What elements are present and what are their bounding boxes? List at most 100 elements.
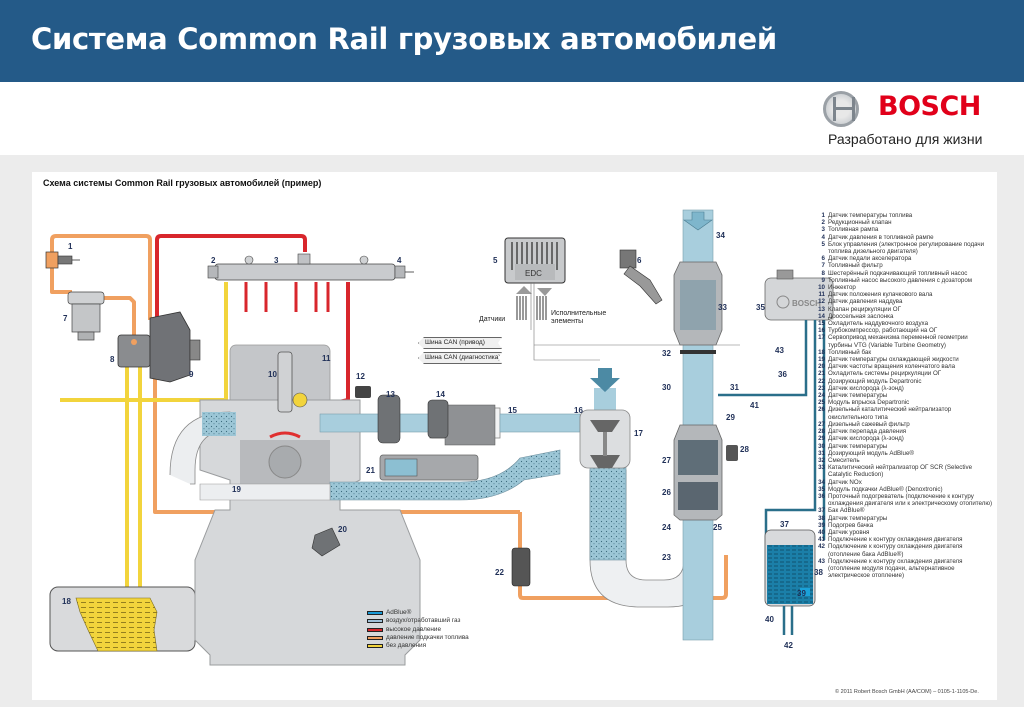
component-number: 26 (818, 406, 825, 414)
component-text: Модуль впрыска Departronic (828, 399, 910, 407)
bosch-wordmark: BOSCH (878, 91, 981, 122)
component-text: Дизельный каталитический нейтрализатор о… (828, 406, 952, 421)
component-number: 28 (818, 428, 825, 436)
callout-39: 39 (797, 589, 806, 598)
fuel-filter (67, 291, 105, 341)
callout-labels: 1 2 3 4 5 6 7 8 9 10 11 12 13 14 15 16 1… (62, 231, 823, 650)
callout-13: 13 (386, 390, 395, 399)
component-text: Топливный фильтр (828, 262, 883, 270)
component-text: Турбокомпрессор, работающий на ОГ (828, 327, 938, 335)
component-number: 3 (821, 226, 825, 234)
callout-6: 6 (637, 256, 642, 265)
legend-high-pressure: высокое давление (367, 626, 469, 634)
component-text: Датчик температуры (828, 514, 888, 522)
component-text: Датчик NOx (828, 478, 862, 486)
component-text: Датчик температуры (828, 392, 888, 400)
component-text: Модуль подкачки AdBlue® (Denoxtronic) (828, 485, 943, 493)
component-text: Подключение к контуру охлаждения двигате… (828, 536, 963, 544)
callout-1: 1 (68, 242, 73, 251)
crankshaft-sensor (311, 527, 341, 557)
component-number: 12 (818, 298, 825, 306)
callout-20: 20 (338, 525, 347, 534)
callout-19: 19 (232, 485, 241, 494)
air-exhaust-swatch (367, 619, 383, 624)
line-type-legend: AdBlue® воздух/отработавший газ высокое … (367, 609, 469, 650)
component-number: 22 (818, 377, 825, 385)
adblue-supply-module: BOSCH (764, 269, 834, 321)
dpf-pressure-sensor (726, 445, 738, 461)
component-text: Топливный насос высокого давления с доза… (828, 276, 973, 284)
callout-7: 7 (63, 314, 68, 323)
component-number: 16 (818, 327, 825, 335)
component-number: 25 (818, 399, 825, 407)
accelerator-pedal (619, 249, 663, 305)
callout-4: 4 (397, 256, 402, 265)
callout-21: 21 (366, 466, 375, 475)
callout-12: 12 (356, 372, 365, 381)
component-number: 40 (818, 528, 825, 536)
component-number: 5 (821, 240, 825, 248)
component-text: Датчик положения кулачкового вала (828, 291, 933, 299)
component-text: Датчик частоты вращения коленчатого вала (828, 363, 956, 371)
module-brand-label: BOSCH (792, 299, 821, 308)
high-pressure-pump (117, 311, 201, 383)
actuators-label: Исполнительные элементы (551, 310, 607, 325)
legend-air-exhaust: воздух/отработавший газ (367, 617, 469, 625)
bosch-tagline: Разработано для жизни (828, 131, 983, 147)
callout-14: 14 (436, 390, 445, 399)
component-text: Клапан рециркуляции ОГ (828, 305, 901, 313)
callout-15: 15 (508, 406, 517, 415)
component-number: 8 (821, 269, 825, 277)
component-number: 11 (818, 291, 825, 299)
sensors-label: Датчики (479, 316, 506, 323)
component-number: 14 (818, 312, 825, 320)
egr-valve (377, 394, 401, 444)
legend-supply-pressure: давление подкачки топлива (367, 634, 469, 642)
callout-25: 25 (713, 523, 722, 532)
copyright: © 2011 Robert Bosch GmbH (AA/COM) – 0105… (835, 689, 979, 695)
callout-28: 28 (740, 445, 749, 454)
component-text: Подключение к контуру охлаждения двигате… (828, 543, 963, 558)
component-number: 34 (818, 478, 825, 486)
component-number: 29 (818, 435, 825, 443)
component-number: 24 (818, 392, 825, 400)
adblue-tank (764, 529, 816, 607)
component-number: 32 (818, 456, 825, 464)
component-text: Топливная рампа (828, 226, 879, 234)
component-text: Датчик перепада давления (828, 428, 907, 436)
callout-22: 22 (495, 568, 504, 577)
callout-11: 11 (322, 354, 331, 363)
component-number: 2 (821, 219, 825, 227)
component-text: Блок управления (электронное регулирован… (828, 240, 985, 256)
can-bus-diagnostic-tag: Шина CAN (диагностика) (418, 352, 502, 364)
component-text: Датчик кислорода (λ-зонд) (828, 435, 904, 443)
component-text: Проточный подогреватель (подключение к к… (828, 492, 993, 508)
